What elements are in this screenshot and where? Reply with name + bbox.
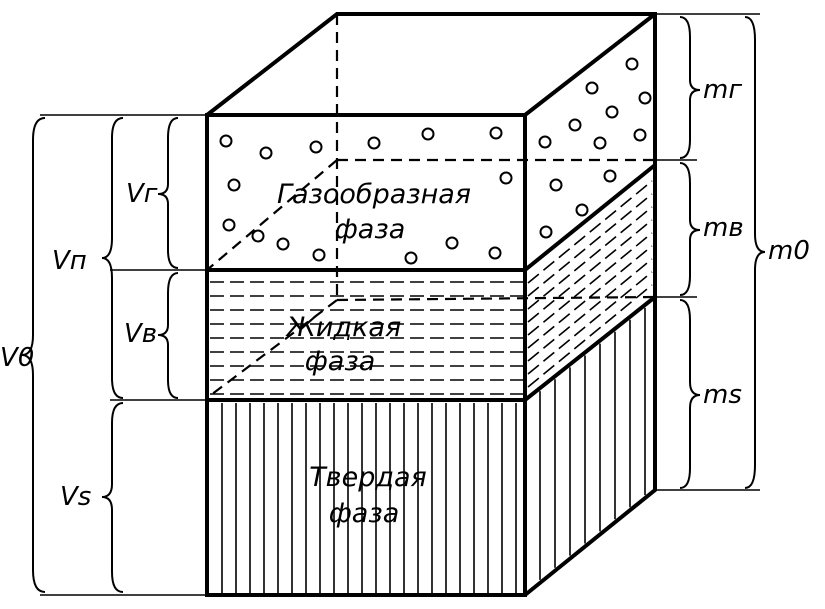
label-m-gas: mг <box>703 75 742 105</box>
label-m-water: mв <box>703 213 744 243</box>
gas-bubble <box>585 81 599 95</box>
liquid-side-line <box>527 232 653 336</box>
gas-bubble <box>488 246 502 260</box>
left-dimension-lines <box>21 114 207 596</box>
label-m-solid: ms <box>703 380 742 410</box>
gas-bubble <box>625 57 639 71</box>
gas-bubble <box>421 127 435 141</box>
liquid-phase-label-line1: Жидкая <box>285 312 401 343</box>
gas-bubble <box>404 251 418 265</box>
gas-bubble <box>312 248 326 262</box>
liquid-side-line <box>527 180 653 284</box>
gas-bubble <box>633 128 647 142</box>
gas-bubble <box>367 136 381 150</box>
label-v-pores: Vп <box>52 246 87 276</box>
gas-bubble <box>227 178 241 192</box>
label-v-solid: Vs <box>60 482 91 512</box>
gas-phase-label-line1: Газообразная <box>277 179 471 210</box>
gas-bubble <box>251 229 265 243</box>
liquid-side-line <box>527 271 653 375</box>
gas-bubble <box>605 105 619 119</box>
brace-v-water <box>157 272 179 399</box>
label-v-water: Vв <box>124 319 157 349</box>
hidden-edges <box>206 14 656 399</box>
label-v-gas: Vг <box>126 179 158 209</box>
liquid-side-line <box>527 219 653 323</box>
right-dimension-lines <box>655 13 766 491</box>
gas-bubble <box>309 140 323 154</box>
liquid-phase-front-lines <box>210 281 523 395</box>
gas-phase-label-line2: фаза <box>335 214 406 245</box>
brace-v-pores <box>101 117 124 399</box>
gas-bubble <box>259 146 273 160</box>
brace-m-water <box>679 162 701 296</box>
gas-bubble <box>489 126 503 140</box>
gas-bubble <box>549 178 563 192</box>
gas-bubble <box>575 203 589 217</box>
cube-outline <box>205 12 657 597</box>
gas-bubble <box>539 225 553 239</box>
solid-phase-label-line1: Твердая <box>309 462 427 493</box>
brace-m-total <box>744 16 766 489</box>
liquid-phase-label-line2: фаза <box>305 346 376 377</box>
gas-bubble <box>445 236 459 250</box>
gas-bubble <box>276 237 290 251</box>
gas-bubble <box>499 171 513 185</box>
gas-bubble <box>603 169 617 183</box>
brace-m-solid <box>679 299 701 489</box>
gas-bubble <box>219 134 233 148</box>
liquid-side-line <box>527 258 653 362</box>
label-v-total: V0 <box>0 343 34 373</box>
gas-phase-bubbles <box>219 57 652 265</box>
gas-bubble <box>222 218 236 232</box>
gas-bubble <box>568 118 582 132</box>
label-m-total: m0 <box>768 236 810 266</box>
liquid-side-line <box>527 193 653 297</box>
solid-phase-side-hatching <box>539 307 646 580</box>
solid-phase-label-line2: фаза <box>329 498 400 529</box>
gas-bubble <box>638 91 652 105</box>
brace-v-solid <box>101 402 124 593</box>
liquid-side-line <box>527 284 653 388</box>
liquid-phase-side-lines <box>527 180 653 388</box>
brace-v-total <box>21 117 46 593</box>
brace-m-gas <box>679 16 701 159</box>
liquid-side-line <box>527 206 653 310</box>
brace-v-gas <box>157 117 179 269</box>
solid-phase-front-hatching <box>221 403 517 593</box>
gas-bubble <box>593 136 607 150</box>
gas-bubble <box>538 135 552 149</box>
